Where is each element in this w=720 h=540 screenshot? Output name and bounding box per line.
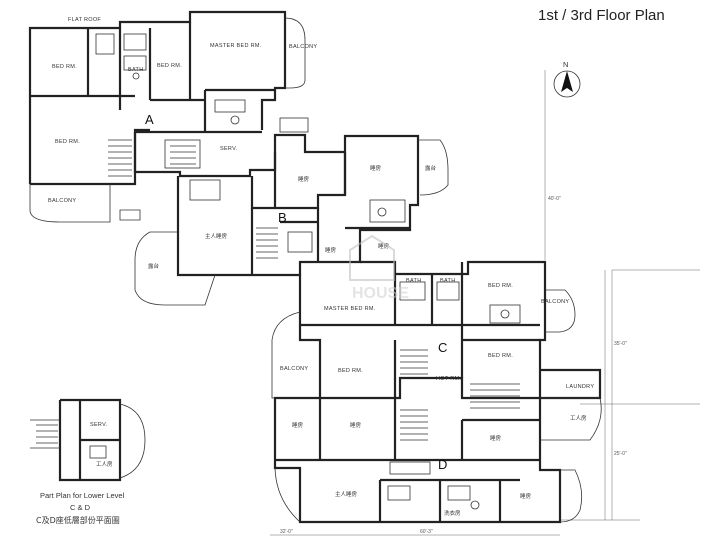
corridor-ab [133, 117, 345, 178]
inset-caption-line2: C & D [70, 503, 91, 512]
label-c-bed-1: BED RM. [488, 283, 513, 289]
label-b-room-1: 睡房 [298, 175, 310, 183]
label-d-laundry: 洗衣房 [444, 509, 461, 517]
label-a-bed-2: BED RM. [157, 63, 182, 69]
label-c-bed-2: BED RM. [488, 353, 513, 359]
label-c-hot-rm: HOT RM. [436, 376, 461, 382]
watermark-text: HOUSE [352, 285, 409, 302]
label-block-a: A [145, 112, 154, 127]
label-b-balcony-2: 露台 [425, 164, 437, 172]
dimension-2: 60'-3" [420, 529, 433, 535]
part-plan-inset: SERV. 工人房 Part Plan for Lower Level C & … [30, 398, 146, 525]
label-a-bed-1: BED RM. [52, 64, 77, 70]
label-part-room: 工人房 [96, 460, 113, 468]
block-b: 睡房 睡房 睡房 睡房 主人睡房 露台 露台 B [134, 134, 449, 306]
label-d-master: 主人睡房 [335, 490, 358, 498]
grid-reference-lines [270, 70, 700, 536]
label-c-master: MASTER BED RM. [324, 306, 376, 312]
label-a-serv: SERV. [220, 146, 238, 152]
block-c: BATH BATH BED RM. BED RM. BED RM. MASTER… [271, 260, 602, 441]
label-c-bed-3: BED RM. [338, 368, 363, 374]
label-b-master: 主人睡房 [205, 232, 228, 240]
label-b-room-4: 睡房 [378, 242, 390, 250]
label-c-utility: 工人房 [570, 414, 587, 422]
label-b-balcony: 露台 [148, 262, 160, 270]
label-c-balcony-right: BALCONY [541, 299, 569, 305]
label-a-bath: BATH [128, 67, 143, 73]
label-b-room-3: 睡房 [325, 246, 337, 254]
dimension-3: 40'-0" [548, 196, 561, 202]
dimension-4: 35'-0" [614, 341, 627, 347]
dimension-5: 25'-0" [614, 451, 627, 457]
label-block-b: B [278, 210, 287, 225]
label-a-balcony-left: BALCONY [48, 198, 76, 204]
label-c-laundry: LAUNDRY [566, 384, 594, 390]
label-d-room-3: 睡房 [490, 434, 502, 442]
label-c-bath-2: BATH [440, 278, 455, 284]
watermark-logo: HOUSE [349, 234, 409, 302]
label-d-room-2: 睡房 [350, 421, 362, 429]
inset-caption-line3: C及D座低層部份平面圖 [36, 515, 120, 525]
label-a-balcony-right: BALCONY [289, 44, 317, 50]
label-d-room-4: 睡房 [520, 492, 532, 500]
inset-caption-line1: Part Plan for Lower Level [40, 491, 125, 500]
label-block-c: C [438, 340, 447, 355]
label-c-bath-1: BATH [406, 278, 421, 284]
label-a-bed-3: BED RM. [55, 139, 80, 145]
label-part-serv: SERV. [90, 422, 108, 428]
label-a-master: MASTER BED RM. [210, 43, 262, 49]
label-block-d: D [438, 457, 447, 472]
dimension-1: 32'-0" [280, 529, 293, 535]
label-c-balcony-left: BALCONY [280, 366, 308, 372]
north-label: N [563, 60, 568, 69]
label-d-room-1: 睡房 [292, 421, 304, 429]
block-a: FLAT ROOF BED RM. BED RM. BED RM. MASTER… [28, 10, 317, 223]
label-flat-roof: FLAT ROOF [68, 17, 101, 23]
block-d: 睡房 睡房 睡房 睡房 主人睡房 洗衣房 D [273, 396, 583, 524]
plan-title: 1st / 3rd Floor Plan [538, 7, 665, 24]
north-arrow-icon: N [553, 60, 581, 98]
label-b-room-2: 睡房 [370, 164, 382, 172]
